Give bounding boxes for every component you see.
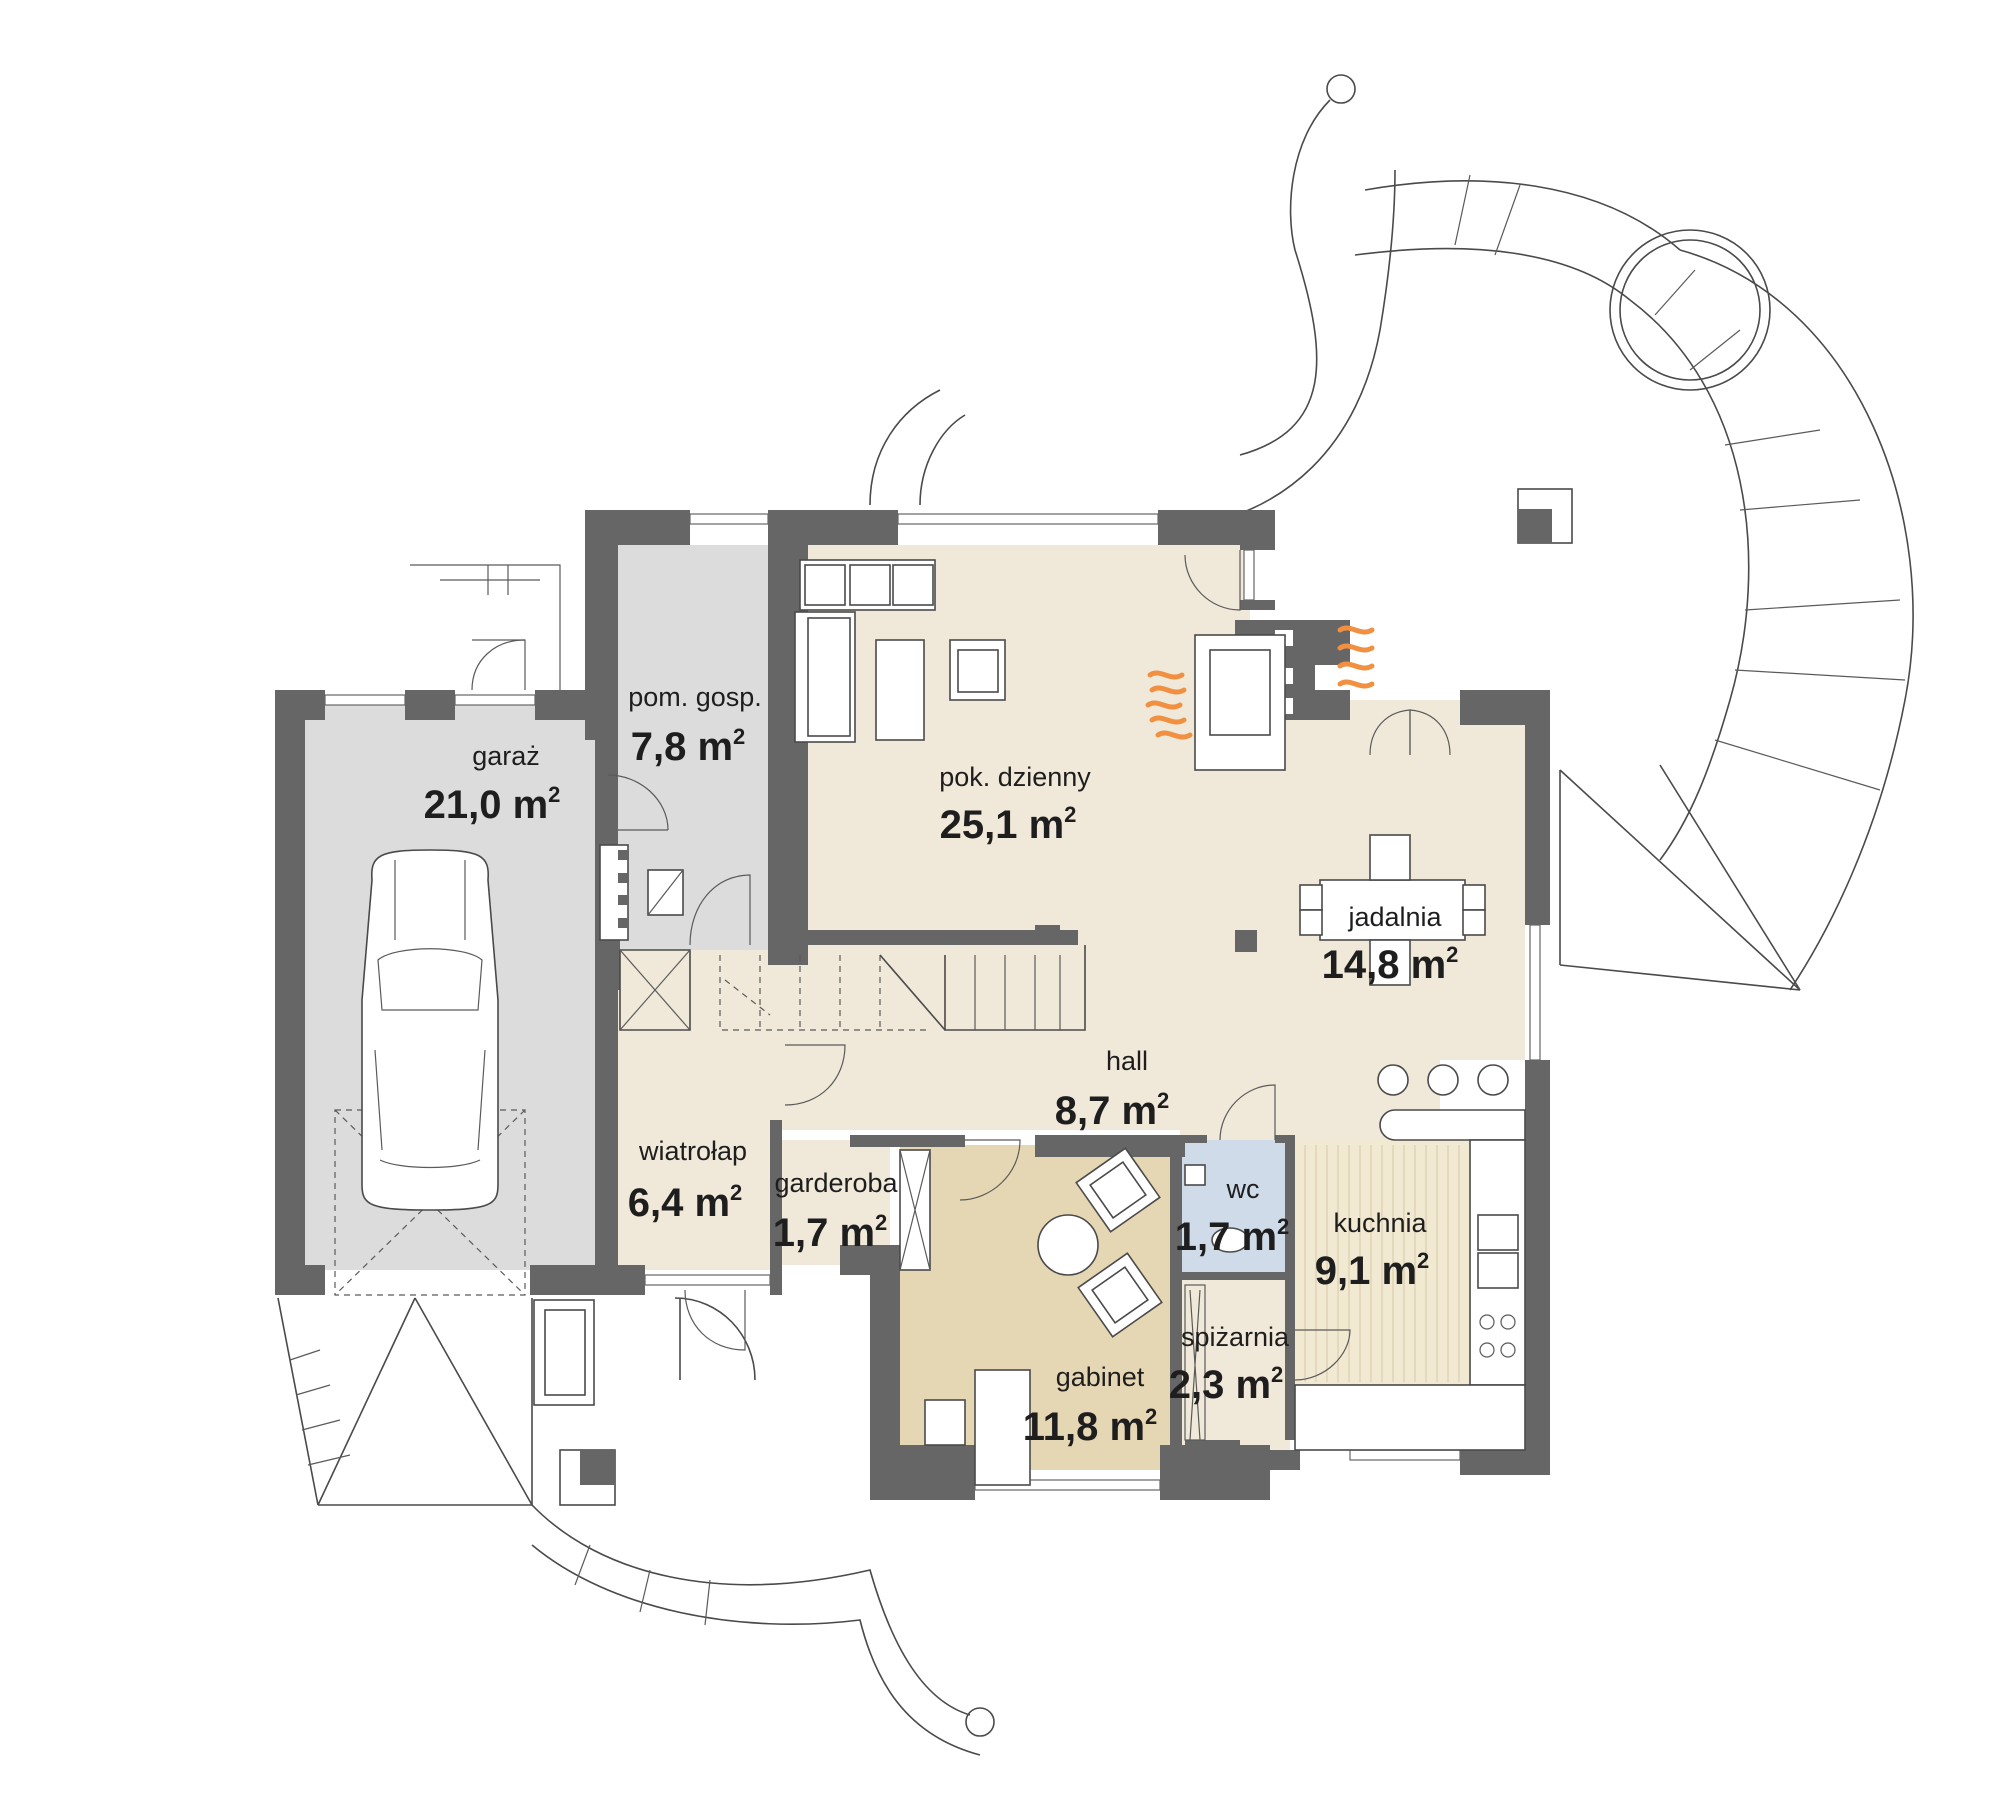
room-area-sup: 2 <box>733 724 745 749</box>
room-area-sup: 2 <box>1271 1362 1283 1387</box>
room-area-sup: 2 <box>1145 1404 1157 1429</box>
svg-text:1,7 m2: 1,7 m2 <box>1175 1214 1290 1259</box>
room-area-pok-dzienny: 25,1 m <box>940 803 1065 847</box>
room-labels: garaż 21,0 m2 pom. gosp. 7,8 m2 pok. dzi… <box>424 682 1459 1449</box>
room-area-kuchnia: 9,1 m <box>1315 1249 1417 1293</box>
room-area-sup: 2 <box>1417 1248 1429 1273</box>
room-name-garderoba: garderoba <box>774 1168 898 1198</box>
room-area-sup: 2 <box>875 1210 887 1235</box>
room-name-jadalnia: jadalnia <box>1347 902 1442 932</box>
svg-text:25,1 m2: 25,1 m2 <box>940 802 1077 847</box>
room-area-sup: 2 <box>1446 942 1458 967</box>
svg-text:9,1 m2: 9,1 m2 <box>1315 1248 1430 1293</box>
room-area-garderoba: 1,7 m <box>773 1211 875 1255</box>
floor-wc <box>1180 1140 1295 1275</box>
terrace-north <box>869 74 1914 991</box>
room-area-garaz: 21,0 m <box>424 783 549 827</box>
room-area-jadalnia: 14,8 m <box>1322 943 1447 987</box>
stairs <box>619 930 1257 1031</box>
svg-text:14,8 m2: 14,8 m2 <box>1322 942 1459 987</box>
walls <box>275 510 1550 1500</box>
floor-wardrobe <box>780 1140 890 1265</box>
svg-text:11,8 m2: 11,8 m2 <box>1023 1404 1158 1449</box>
room-name-gabinet: gabinet <box>1056 1362 1145 1392</box>
svg-text:1,7 m2: 1,7 m2 <box>773 1210 888 1255</box>
room-name-pom-gosp: pom. gosp. <box>628 682 762 712</box>
room-area-sup: 2 <box>1064 802 1076 827</box>
room-area-hall: 8,7 m <box>1055 1089 1157 1133</box>
room-name-hall: hall <box>1106 1046 1148 1076</box>
svg-text:8,7 m2: 8,7 m2 <box>1055 1088 1170 1133</box>
room-name-spizarnia: spiżarnia <box>1181 1322 1290 1352</box>
room-area-sup: 2 <box>548 782 560 807</box>
doors <box>410 550 1451 1381</box>
terrace-south <box>277 1297 995 1756</box>
windows <box>324 513 1541 1491</box>
svg-text:2,3 m2: 2,3 m2 <box>1169 1362 1284 1407</box>
room-area-wc: 1,7 m <box>1175 1215 1277 1259</box>
svg-text:7,8 m2: 7,8 m2 <box>631 724 746 769</box>
fire-icon <box>1145 625 1375 740</box>
car-icon <box>361 849 499 1211</box>
svg-text:6,4 m2: 6,4 m2 <box>628 1180 743 1225</box>
kitchen-floor-stripes <box>1304 1145 1460 1382</box>
room-name-garaz: garaż <box>472 741 540 771</box>
room-name-wc: wc <box>1226 1174 1260 1204</box>
room-name-wiatrolap: wiatrołap <box>638 1136 747 1166</box>
floor-utility <box>618 545 768 950</box>
room-name-pok-dzienny: pok. dzienny <box>939 762 1091 792</box>
furniture <box>334 559 1526 1486</box>
room-area-wiatrolap: 6,4 m <box>628 1181 730 1225</box>
room-area-pom-gosp: 7,8 m <box>631 725 733 769</box>
room-area-sup: 2 <box>1277 1214 1289 1239</box>
room-area-spizarnia: 2,3 m <box>1169 1363 1271 1407</box>
room-name-kuchnia: kuchnia <box>1333 1208 1427 1238</box>
room-area-gabinet: 11,8 m <box>1023 1405 1145 1449</box>
room-area-sup: 2 <box>1157 1088 1169 1113</box>
room-area-sup: 2 <box>730 1180 742 1205</box>
svg-text:21,0 m2: 21,0 m2 <box>424 782 561 827</box>
